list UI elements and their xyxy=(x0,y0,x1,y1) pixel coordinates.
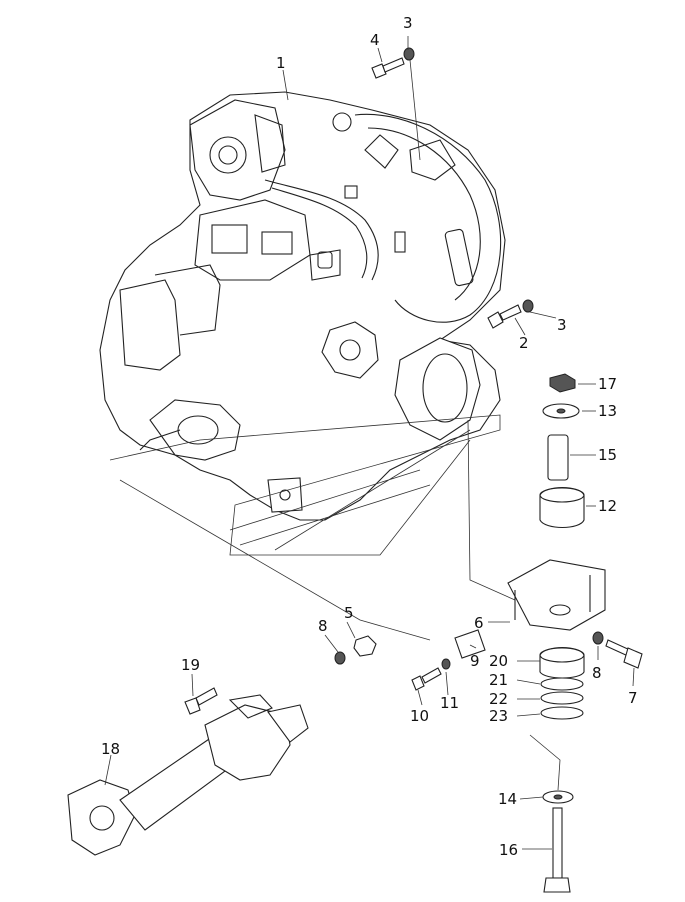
callout-16: 16 xyxy=(499,841,518,859)
fasteners xyxy=(184,47,643,715)
callout-18: 18 xyxy=(101,740,120,758)
mount-stack-parts xyxy=(529,373,585,893)
callout-10: 10 xyxy=(410,707,429,725)
callout-13: 13 xyxy=(598,402,617,420)
callout-3: 3 xyxy=(403,14,413,32)
callout-19: 19 xyxy=(181,656,200,674)
callout-4: 4 xyxy=(370,31,380,49)
callout-8: 8 xyxy=(318,617,328,635)
callout-12: 12 xyxy=(598,497,617,515)
callout-labels: 1 2 3 3 4 5 6 7 8 8 9 10 11 12 13 14 15 … xyxy=(101,14,638,859)
callout-1: 1 xyxy=(276,54,286,72)
callout-11: 11 xyxy=(440,694,459,712)
callout-2: 2 xyxy=(519,334,529,352)
callout-9: 9 xyxy=(470,652,480,670)
leader-lines xyxy=(104,36,635,850)
callout-15: 15 xyxy=(598,446,617,464)
callout-5: 5 xyxy=(344,604,354,622)
callout-8: 8 xyxy=(592,664,602,682)
callout-3: 3 xyxy=(557,316,567,334)
callout-21: 21 xyxy=(489,671,508,689)
callout-23: 23 xyxy=(489,707,508,725)
assembly-guide-lines xyxy=(109,414,516,641)
callout-22: 22 xyxy=(489,690,508,708)
callout-14: 14 xyxy=(498,790,517,808)
callout-7: 7 xyxy=(628,689,638,707)
mount-bracket xyxy=(507,559,606,631)
cardan-shaft xyxy=(67,694,309,856)
transmission-assembly xyxy=(99,91,506,521)
callout-17: 17 xyxy=(598,375,617,393)
callout-6: 6 xyxy=(474,614,484,632)
callout-20: 20 xyxy=(489,652,508,670)
